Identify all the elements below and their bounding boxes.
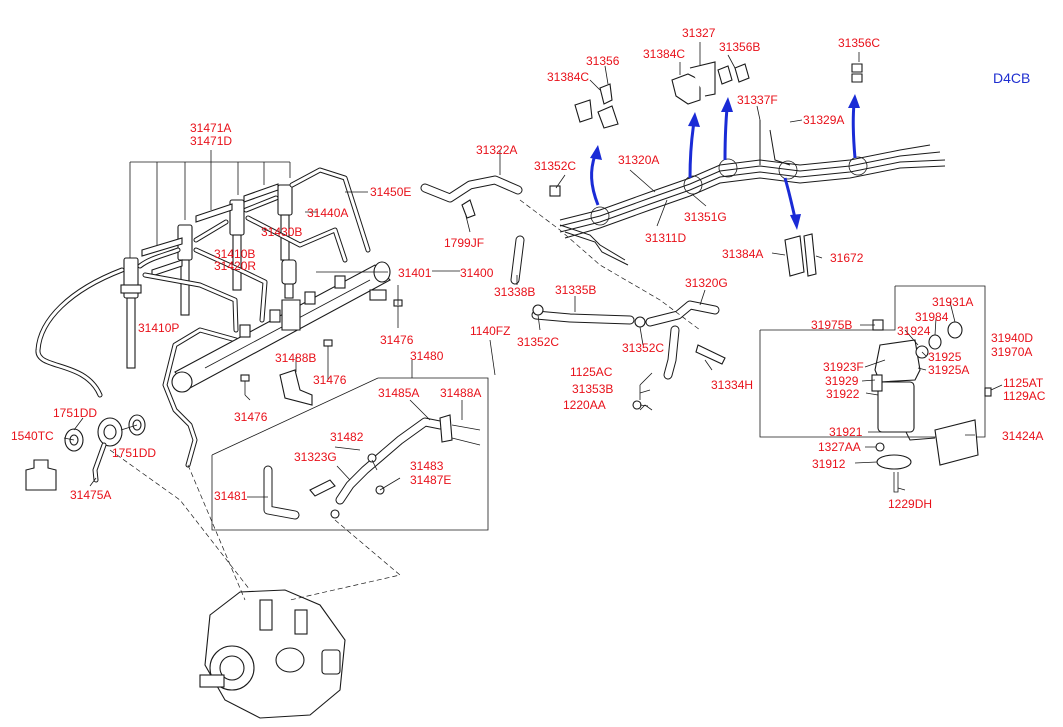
label-31424A: 31424A	[1002, 429, 1043, 443]
injector-group	[35, 150, 403, 468]
injector-3	[229, 199, 245, 291]
label-31356: 31356	[586, 54, 620, 68]
label-31323G: 31323G	[294, 450, 337, 464]
label-31481: 31481	[214, 489, 248, 503]
label-31352C-b: 31352C	[517, 335, 559, 349]
injector-4	[277, 184, 293, 261]
label-31476-a: 31476	[380, 333, 414, 347]
label-31311D: 31311D	[645, 231, 686, 245]
label-31482: 31482	[330, 430, 364, 444]
location-arrows	[590, 94, 860, 230]
label-31430B: 31430B	[261, 225, 302, 239]
label-31351G: 31351G	[684, 210, 727, 224]
label-31672: 31672	[830, 251, 864, 265]
label-31476-b: 31476	[313, 373, 347, 387]
return-hose-box	[211, 377, 489, 531]
label-31353B: 31353B	[572, 382, 613, 396]
label-31401: 31401	[398, 266, 432, 280]
label-31352C-c: 31352C	[622, 341, 664, 355]
label-31327: 31327	[682, 26, 716, 40]
label-31483: 31483	[410, 459, 444, 473]
label-31384C-b: 31384C	[643, 47, 685, 61]
label-31488B: 31488B	[275, 351, 316, 365]
label-31450E: 31450E	[370, 185, 411, 199]
label-31921: 31921	[829, 425, 863, 439]
part-labels: 31471A 31471D 31450E 31440A 31430B 31410…	[11, 26, 1046, 511]
fuel-pipe-bundle	[559, 120, 946, 266]
common-rail	[171, 261, 391, 393]
fuel-feed-lines	[420, 175, 726, 411]
label-31352C-a: 31352C	[534, 159, 576, 173]
label-31356B: 31356B	[719, 40, 760, 54]
leader-lines	[63, 42, 1003, 498]
label-31335B: 31335B	[555, 283, 596, 297]
label-31356C: 31356C	[838, 36, 880, 50]
label-31925A: 31925A	[928, 363, 969, 377]
label-1140FZ: 1140FZ	[470, 324, 510, 338]
label-31410P: 31410P	[138, 321, 179, 335]
label-31488A: 31488A	[440, 386, 481, 400]
label-31912: 31912	[812, 457, 846, 471]
label-31984: 31984	[915, 310, 949, 324]
label-31924: 31924	[897, 324, 931, 338]
label-1751DD-a: 1751DD	[53, 406, 97, 420]
label-1125AC: 1125AC	[570, 365, 613, 379]
label-31384A: 31384A	[722, 247, 763, 261]
label-31480: 31480	[410, 349, 444, 363]
label-31400: 31400	[460, 266, 494, 280]
label-31475A: 31475A	[70, 488, 111, 502]
label-1751DD-b: 1751DD	[112, 446, 156, 460]
banjo-bolt-set	[25, 414, 146, 491]
label-31975B: 31975B	[811, 318, 852, 332]
label-1540TC: 1540TC	[11, 429, 54, 443]
label-31329A: 31329A	[803, 113, 844, 127]
label-1125AT: 1125AT 1129AC	[1003, 376, 1046, 403]
label-31485A: 31485A	[378, 386, 419, 400]
fuel-filter-assembly	[759, 285, 992, 493]
label-1327AA: 1327AA	[818, 440, 861, 454]
label-31440A: 31440A	[307, 206, 348, 220]
label-31929: 31929	[825, 374, 859, 388]
injector-1	[120, 257, 142, 369]
label-31410B: 31410B 31420R	[214, 247, 259, 273]
label-31487E: 31487E	[410, 473, 451, 487]
label-31322A: 31322A	[476, 143, 517, 157]
label-1229DH: 1229DH	[888, 497, 932, 511]
label-31476-c: 31476	[234, 410, 268, 424]
label-1799JF: 1799JF	[444, 236, 484, 250]
label-31384C-a: 31384C	[547, 70, 589, 84]
label-31931A: 31931A	[932, 295, 973, 309]
label-31320G: 31320G	[685, 276, 728, 290]
label-31338B: 31338B	[494, 285, 535, 299]
pipe-clips	[574, 61, 863, 277]
engine-code: D4CB	[993, 70, 1030, 86]
label-31334H: 31334H	[711, 378, 753, 392]
label-31337F: 31337F	[737, 93, 778, 107]
label-31320A: 31320A	[618, 153, 659, 167]
label-1220AA: 1220AA	[563, 398, 606, 412]
label-31471: 31471A 31471D	[190, 121, 234, 148]
label-31922: 31922	[826, 387, 860, 401]
high-pressure-pump	[199, 589, 346, 719]
label-31925: 31925	[928, 350, 962, 364]
label-31923F: 31923F	[823, 360, 864, 374]
label-31940D: 31940D 31970A	[991, 331, 1036, 359]
